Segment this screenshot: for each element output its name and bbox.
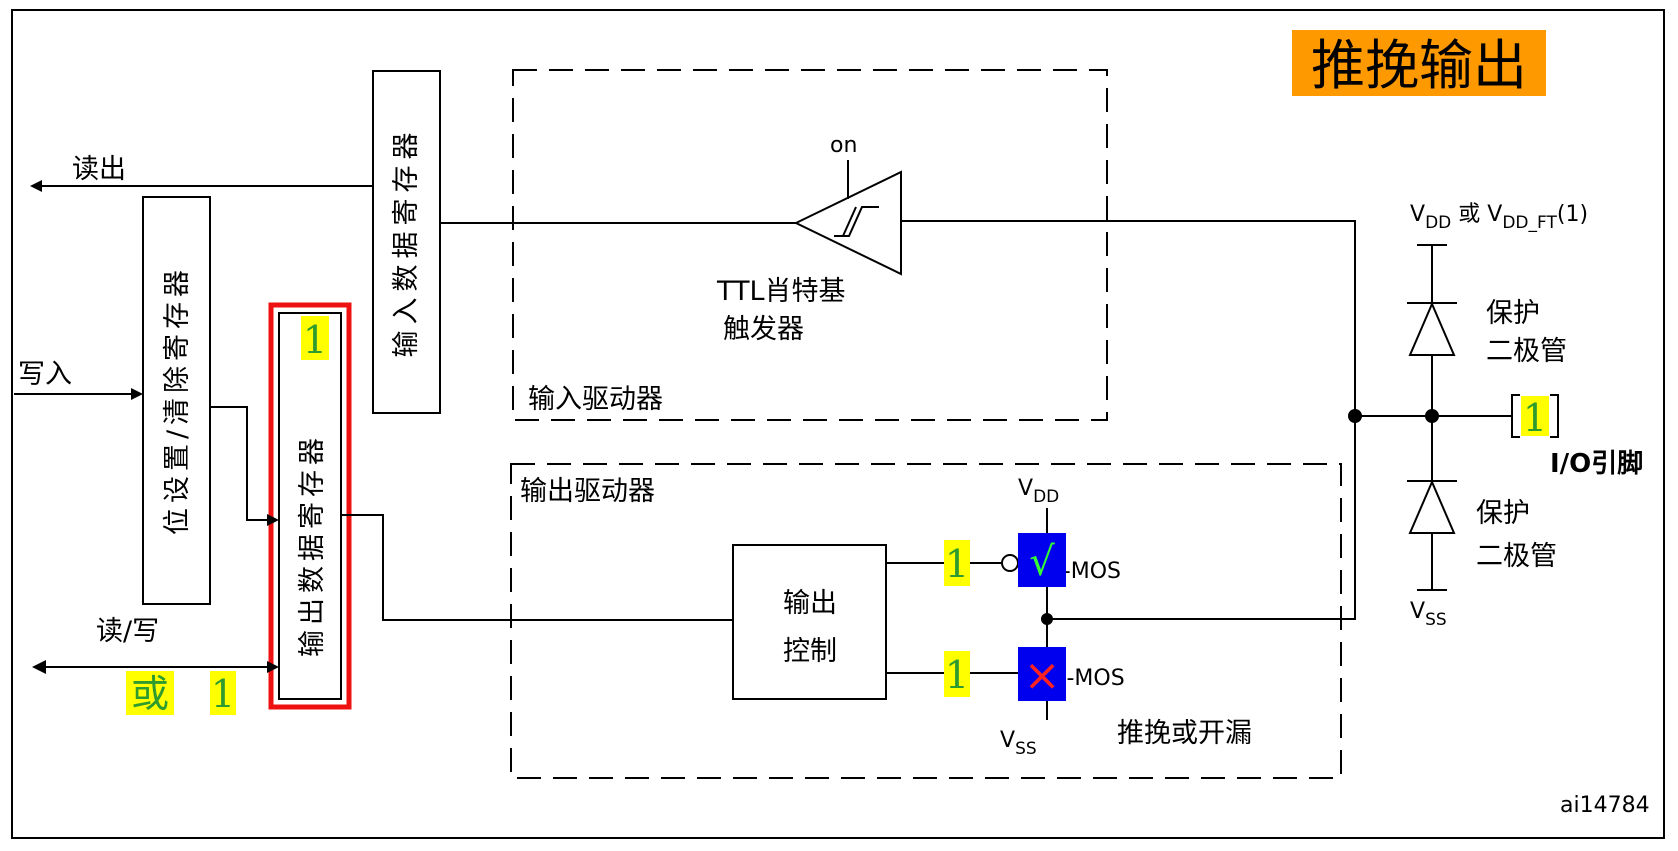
or-label: 或: [131, 672, 169, 716]
nmos-gate-value: 1: [945, 653, 969, 697]
drain-to-pin-line: [1047, 416, 1356, 620]
or-label-highlight: [126, 671, 174, 715]
title-background: [1292, 30, 1546, 96]
bit-set-reset-register: [142, 196, 211, 605]
io-pin-label: I/O引脚: [1550, 449, 1643, 479]
vdd-label: VDD: [1018, 476, 1059, 507]
lower-diode-label-1: 保护: [1476, 498, 1530, 529]
output-control-label-1: 输出: [783, 588, 837, 619]
lower-diode: [1408, 479, 1456, 534]
pmos-check-mark: √: [1029, 539, 1055, 585]
push-pull-or-open-drain-label: 推挽或开漏: [1117, 718, 1252, 749]
input-driver-label: 输入驱动器: [528, 384, 663, 415]
read-write-value-highlight: [210, 671, 236, 715]
read-out-label: 读出: [72, 154, 126, 185]
pmos-label-mask: [1018, 533, 1066, 587]
bit-set-reset-register-label: 位设置/清除寄存器: [162, 265, 193, 535]
pin-node-left: [1348, 409, 1362, 423]
lower-diode-label-2: 二极管: [1476, 541, 1557, 572]
pmos-gate-value: 1: [945, 542, 969, 586]
output-control-label-2: 控制: [783, 636, 837, 667]
output-data-register-label: 输出数据寄存器: [297, 433, 328, 657]
output-control-block: [732, 544, 887, 700]
figure-id: ai14784: [1560, 793, 1650, 818]
read-write-value: 1: [211, 672, 235, 716]
title: 推挽输出: [1311, 34, 1527, 97]
vss-label-nmos: VSS: [1000, 728, 1037, 759]
nmos-transistor: [1018, 647, 1066, 701]
input-data-register-label: 输入数据寄存器: [391, 127, 422, 358]
ttl-schmitt-label-2: 触发器: [723, 314, 804, 345]
output-driver-label: 输出驱动器: [520, 476, 655, 507]
vss-label-diode: VSS: [1410, 599, 1447, 630]
pin-node-right: [1425, 409, 1439, 423]
output-data-register-highlight: [268, 302, 352, 710]
set-reset-to-output-line: [210, 406, 279, 526]
read-write-label: 读/写: [96, 616, 159, 647]
io-pin-value-highlight: [1521, 396, 1549, 436]
io-pin-value: 1: [1523, 396, 1547, 440]
pmos-gate-bubble: [1001, 554, 1019, 572]
on-label: on: [830, 133, 857, 158]
read-write-arrowhead-left: [32, 660, 46, 674]
outer-frame: [11, 9, 1665, 839]
write-in-label: 写入: [18, 359, 72, 390]
output-register-value: 1: [303, 318, 327, 362]
hysteresis-icon: [834, 206, 879, 237]
output-data-register: [278, 312, 342, 700]
pmos-gate-value-highlight: [944, 540, 970, 586]
output-register-to-control-line: [341, 514, 733, 621]
upper-diode-label-2: 二极管: [1486, 336, 1567, 367]
upper-diode-label-1: 保护: [1486, 298, 1540, 329]
input-data-register: [372, 70, 441, 414]
ttl-schmitt-label-1: TTL肖特基: [716, 276, 846, 307]
nmos-cross-mark: ×: [1024, 650, 1061, 701]
pin-to-trigger-line: [901, 220, 1356, 416]
io-pin-bracket: [1511, 394, 1559, 438]
input-driver-boundary: [512, 69, 1108, 421]
nmos-gate-value-highlight: [944, 651, 970, 697]
vdd-or-vddft-label: VDD 或 VDD_FT(1): [1410, 202, 1588, 233]
upper-diode: [1408, 301, 1456, 356]
output-register-value-highlight: [301, 316, 329, 360]
